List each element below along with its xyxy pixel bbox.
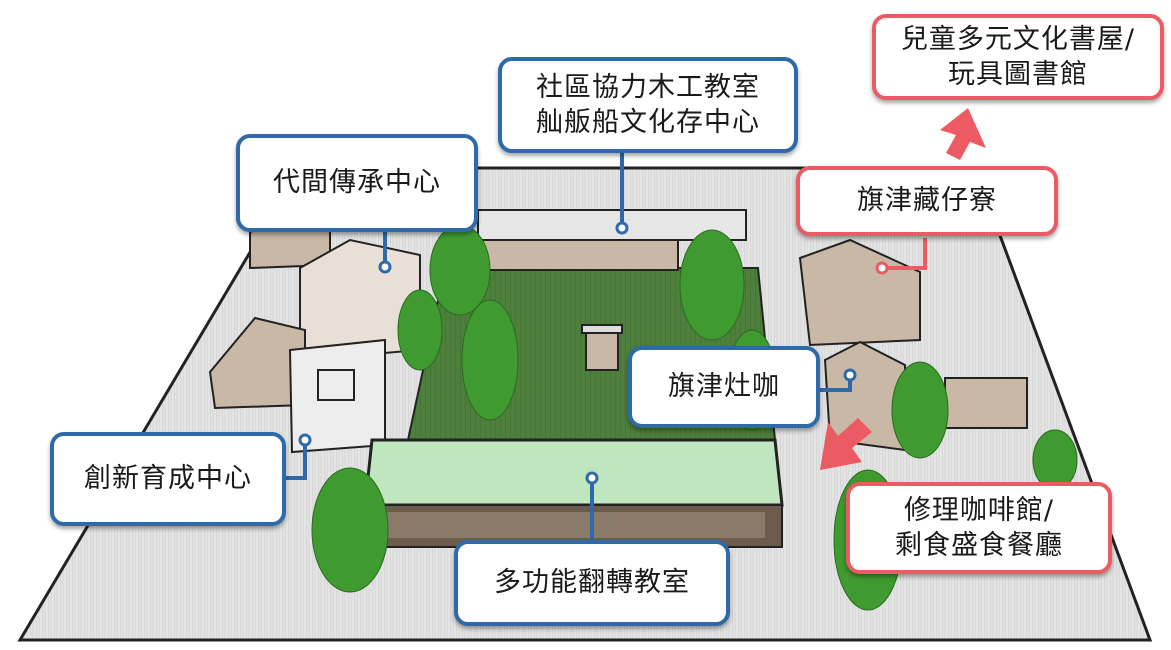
callout-cijin-cafe: 旗津灶咖 <box>628 346 820 428</box>
connector-dormitory <box>882 238 927 270</box>
kiosk <box>581 324 623 371</box>
callout-repair-cafe: 修理咖啡館/ 剩食盛食餐廳 <box>846 482 1112 574</box>
red-connectors <box>882 238 927 270</box>
callout-childrens-bookhouse: 兒童多元文化書屋/ 玩具圖書館 <box>872 14 1164 100</box>
callout-intergenerational-center: 代間傳承中心 <box>236 134 478 232</box>
arrow-up-icon <box>940 108 986 160</box>
callout-multifunction-classroom: 多功能翻轉教室 <box>454 540 730 626</box>
blue-connector-dots <box>298 221 857 485</box>
red-connector-dot <box>875 261 889 275</box>
callout-cijin-dormitory: 旗津藏仔寮 <box>796 166 1058 236</box>
connector-innovation <box>285 440 307 480</box>
arrow-down-icon <box>820 418 872 470</box>
woodworking-building <box>477 209 747 271</box>
callout-woodworking-classroom: 社區協力木工教室 舢舨船文化存中心 <box>498 57 798 153</box>
callout-innovation-incubation: 創新育成中心 <box>50 432 286 526</box>
front-classroom-building <box>363 438 784 548</box>
